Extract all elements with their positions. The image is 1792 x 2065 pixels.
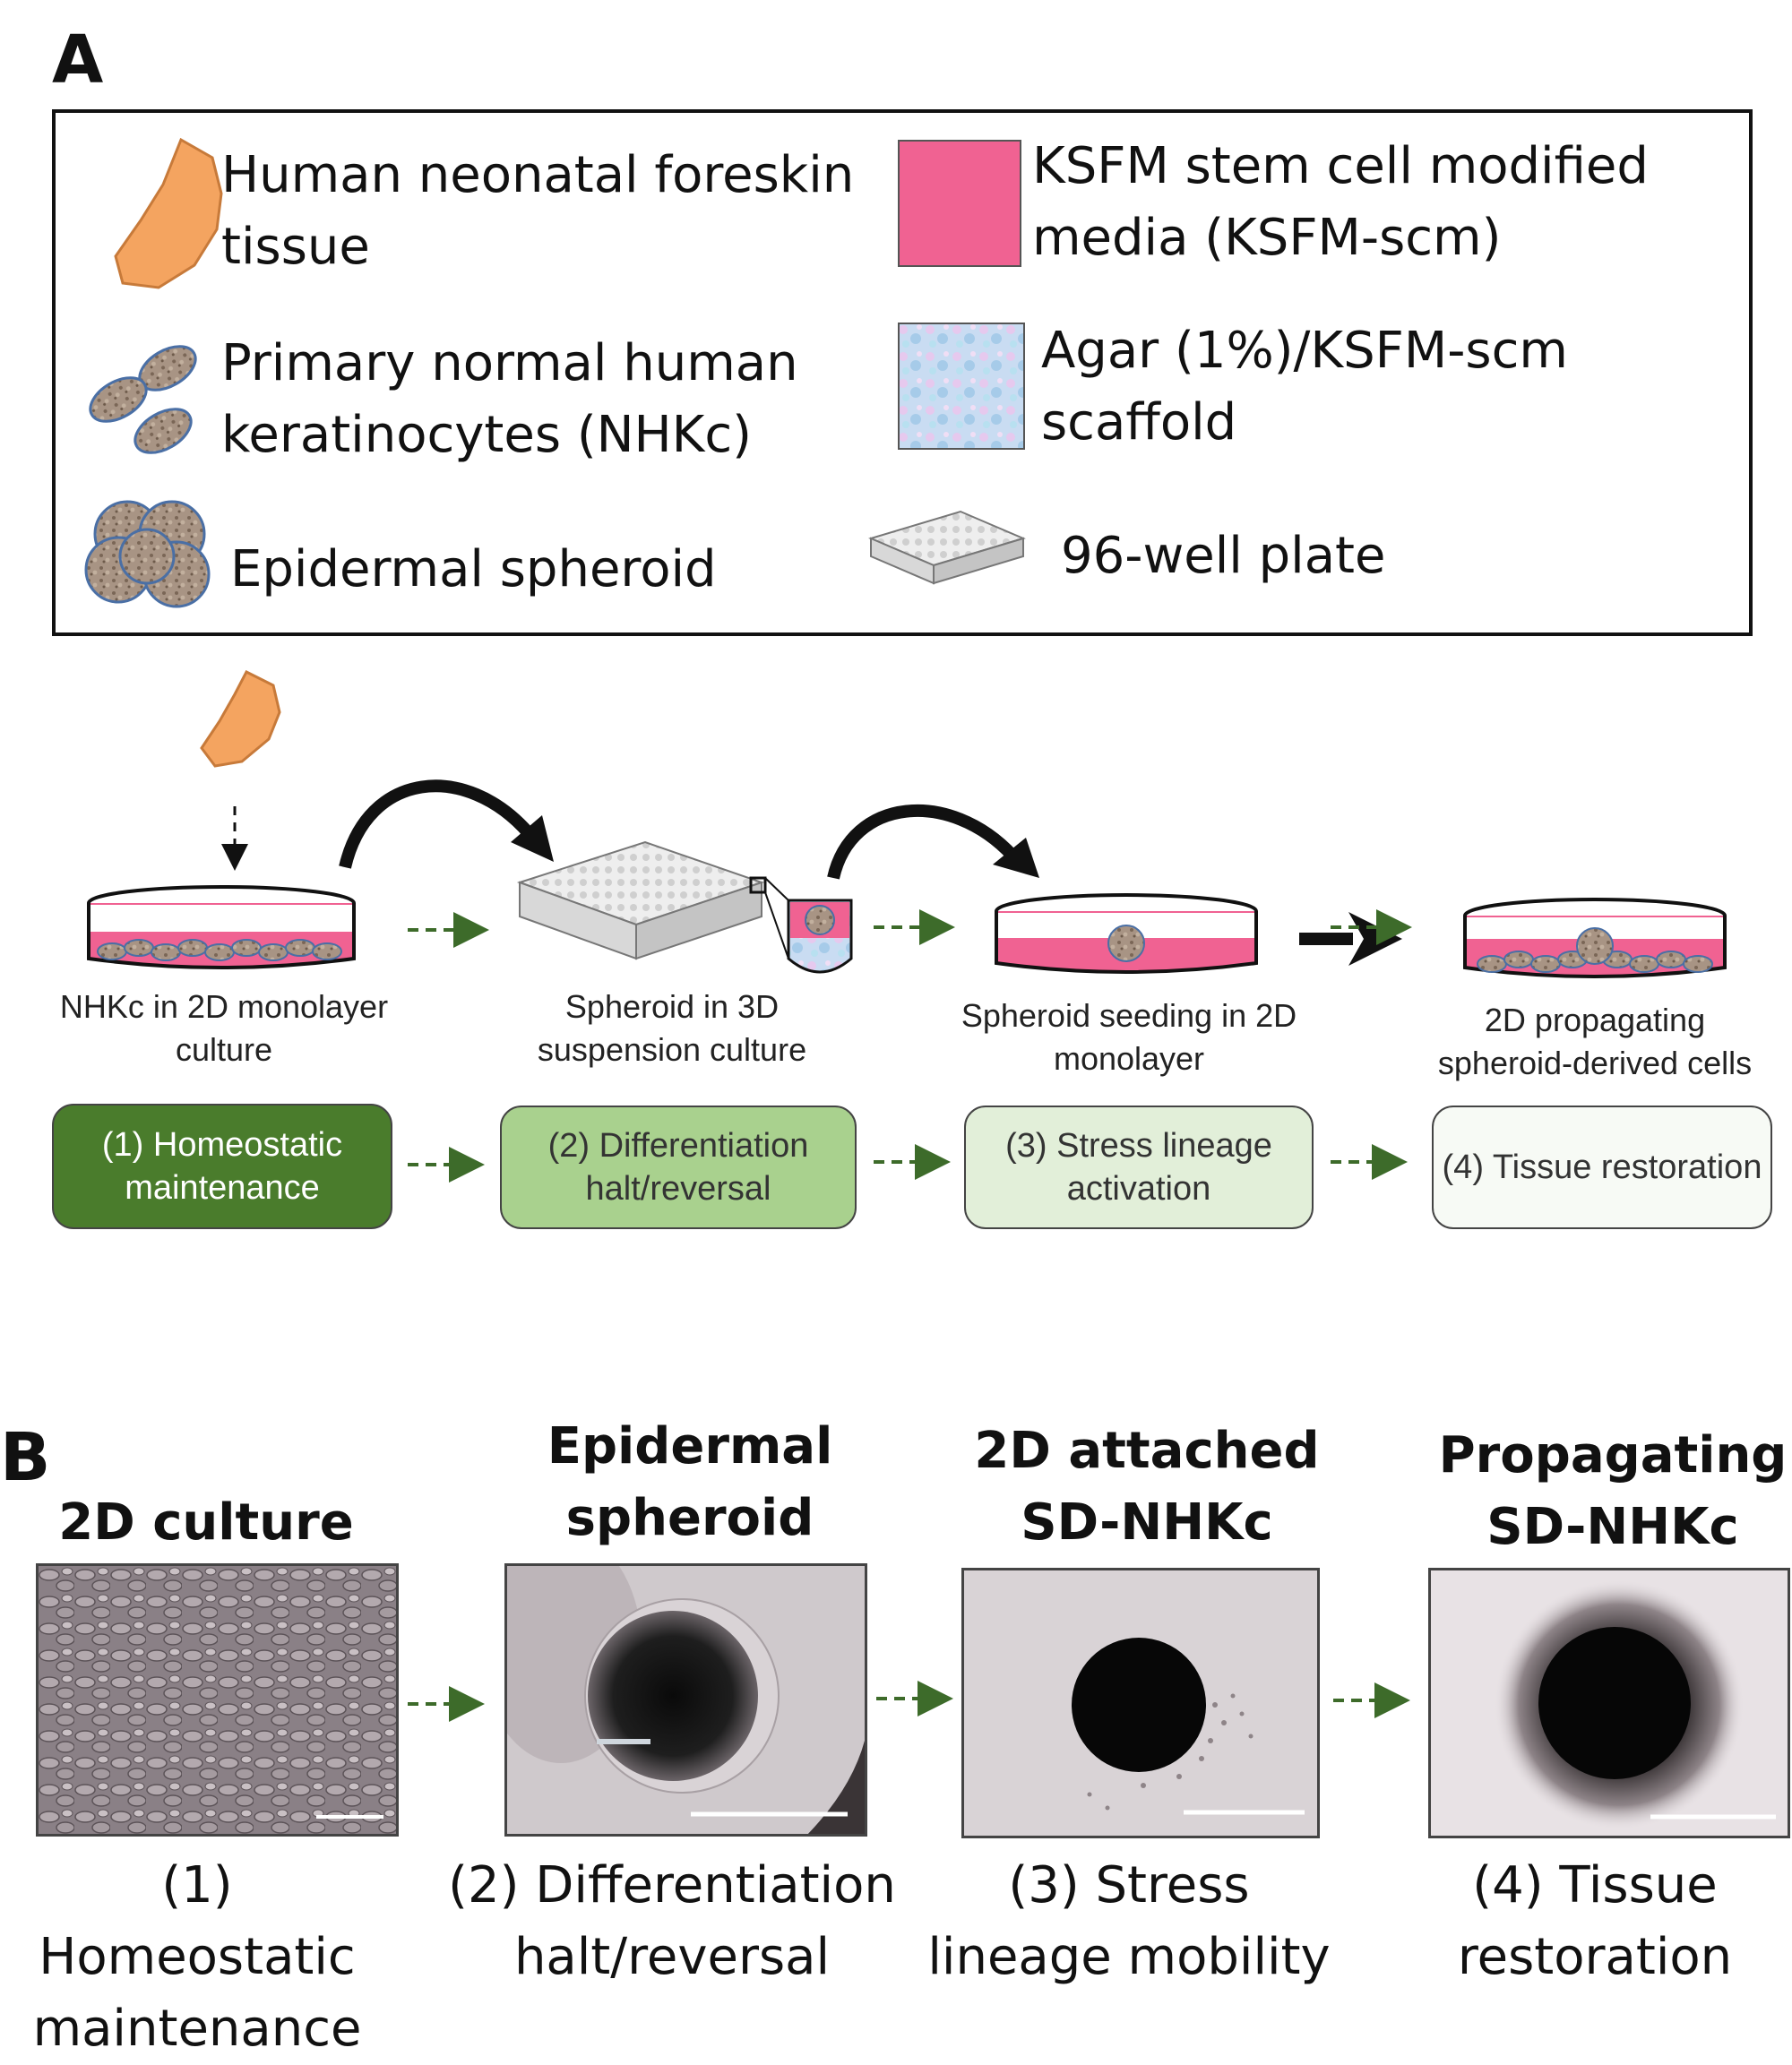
plate-icon [868, 510, 1026, 585]
caption-b2: (2) Differentiation halt/reversal [448, 1856, 896, 1986]
media-swatch [898, 140, 1021, 267]
micrograph-spheroid [504, 1563, 867, 1837]
micrograph-2d-culture [36, 1563, 399, 1837]
stage-arrows [408, 1144, 1408, 1183]
stage-label-2: (2) Differentiation halt/reversal [547, 1127, 809, 1208]
legend-spheroid-text: Epidermal spheroid [230, 540, 717, 598]
agar-swatch [898, 323, 1025, 450]
petri-dish-1 [87, 885, 356, 969]
legend-agar-text: Agar (1%)/KSFM-scm scaffold [1041, 322, 1568, 452]
stage-label-1: (1) Homeostatic maintenance [101, 1126, 343, 1207]
micrograph-arrows [408, 1681, 1410, 1722]
workflow-diagram [87, 669, 1727, 978]
caption-propagating-cells: 2D propagating spheroid-derived cells [1437, 1002, 1753, 1081]
caption-spheroid-seeding: Spheroid seeding in 2D monolayer [961, 997, 1297, 1077]
curved-arrow-2 [827, 804, 1018, 880]
legend-foreskin-text: Human neonatal foreskin tissue [221, 146, 855, 276]
legend-plate-text: 96-well plate [1061, 527, 1386, 585]
panel-b-label: B [0, 1419, 51, 1496]
title-2d-attached: 2D attached SD-NHKc [974, 1422, 1320, 1552]
curved-arrow-1 [339, 779, 534, 869]
tissue-icon [114, 137, 223, 289]
keratinocytes-icon [89, 345, 197, 454]
panel-a-label: A [52, 22, 104, 99]
stage-box-3: (3) Stress lineage activation [964, 1106, 1314, 1229]
caption-b1: (1) Homeostatic maintenance [32, 1856, 362, 2058]
caption-spheroid-3d: Spheroid in 3D suspension culture [537, 988, 807, 1068]
micrograph-propagating [1428, 1568, 1790, 1838]
spheroid-icon [84, 500, 211, 608]
petri-dish-3 [995, 893, 1258, 974]
legend-box: Human neonatal foreskin tissue Primary n… [52, 109, 1753, 636]
stage-box-4: (4) Tissue restoration [1432, 1106, 1772, 1229]
legend-media-text: KSFM stem cell modified media (KSFM-scm) [1032, 137, 1649, 267]
caption-b4: (4) Tissue restoration [1457, 1856, 1733, 1986]
petri-dish-4 [1463, 898, 1727, 978]
legend-nhkc-text: Primary normal human keratinocytes (NHKc… [221, 334, 798, 464]
caption-b3: (3) Stress lineage mobility [927, 1856, 1331, 1986]
plate-96well [516, 840, 789, 960]
stage-box-2: (2) Differentiation halt/reversal [500, 1106, 857, 1229]
stage-label-3: (3) Stress lineage activation [1005, 1127, 1272, 1208]
tissue-icon [200, 669, 281, 768]
caption-nhkc-2d: NHKc in 2D monolayer culture [59, 988, 389, 1068]
title-epidermal-spheroid: Epidermal spheroid [547, 1417, 833, 1547]
title-2d-culture: 2D culture [58, 1493, 354, 1552]
well-zoom [787, 899, 853, 974]
title-propagating: Propagating SD-NHKc [1438, 1426, 1788, 1556]
micrograph-attached [961, 1568, 1320, 1838]
stage-label-4: (4) Tissue restoration [1442, 1149, 1762, 1186]
stage-box-1: (1) Homeostatic maintenance [52, 1104, 392, 1229]
